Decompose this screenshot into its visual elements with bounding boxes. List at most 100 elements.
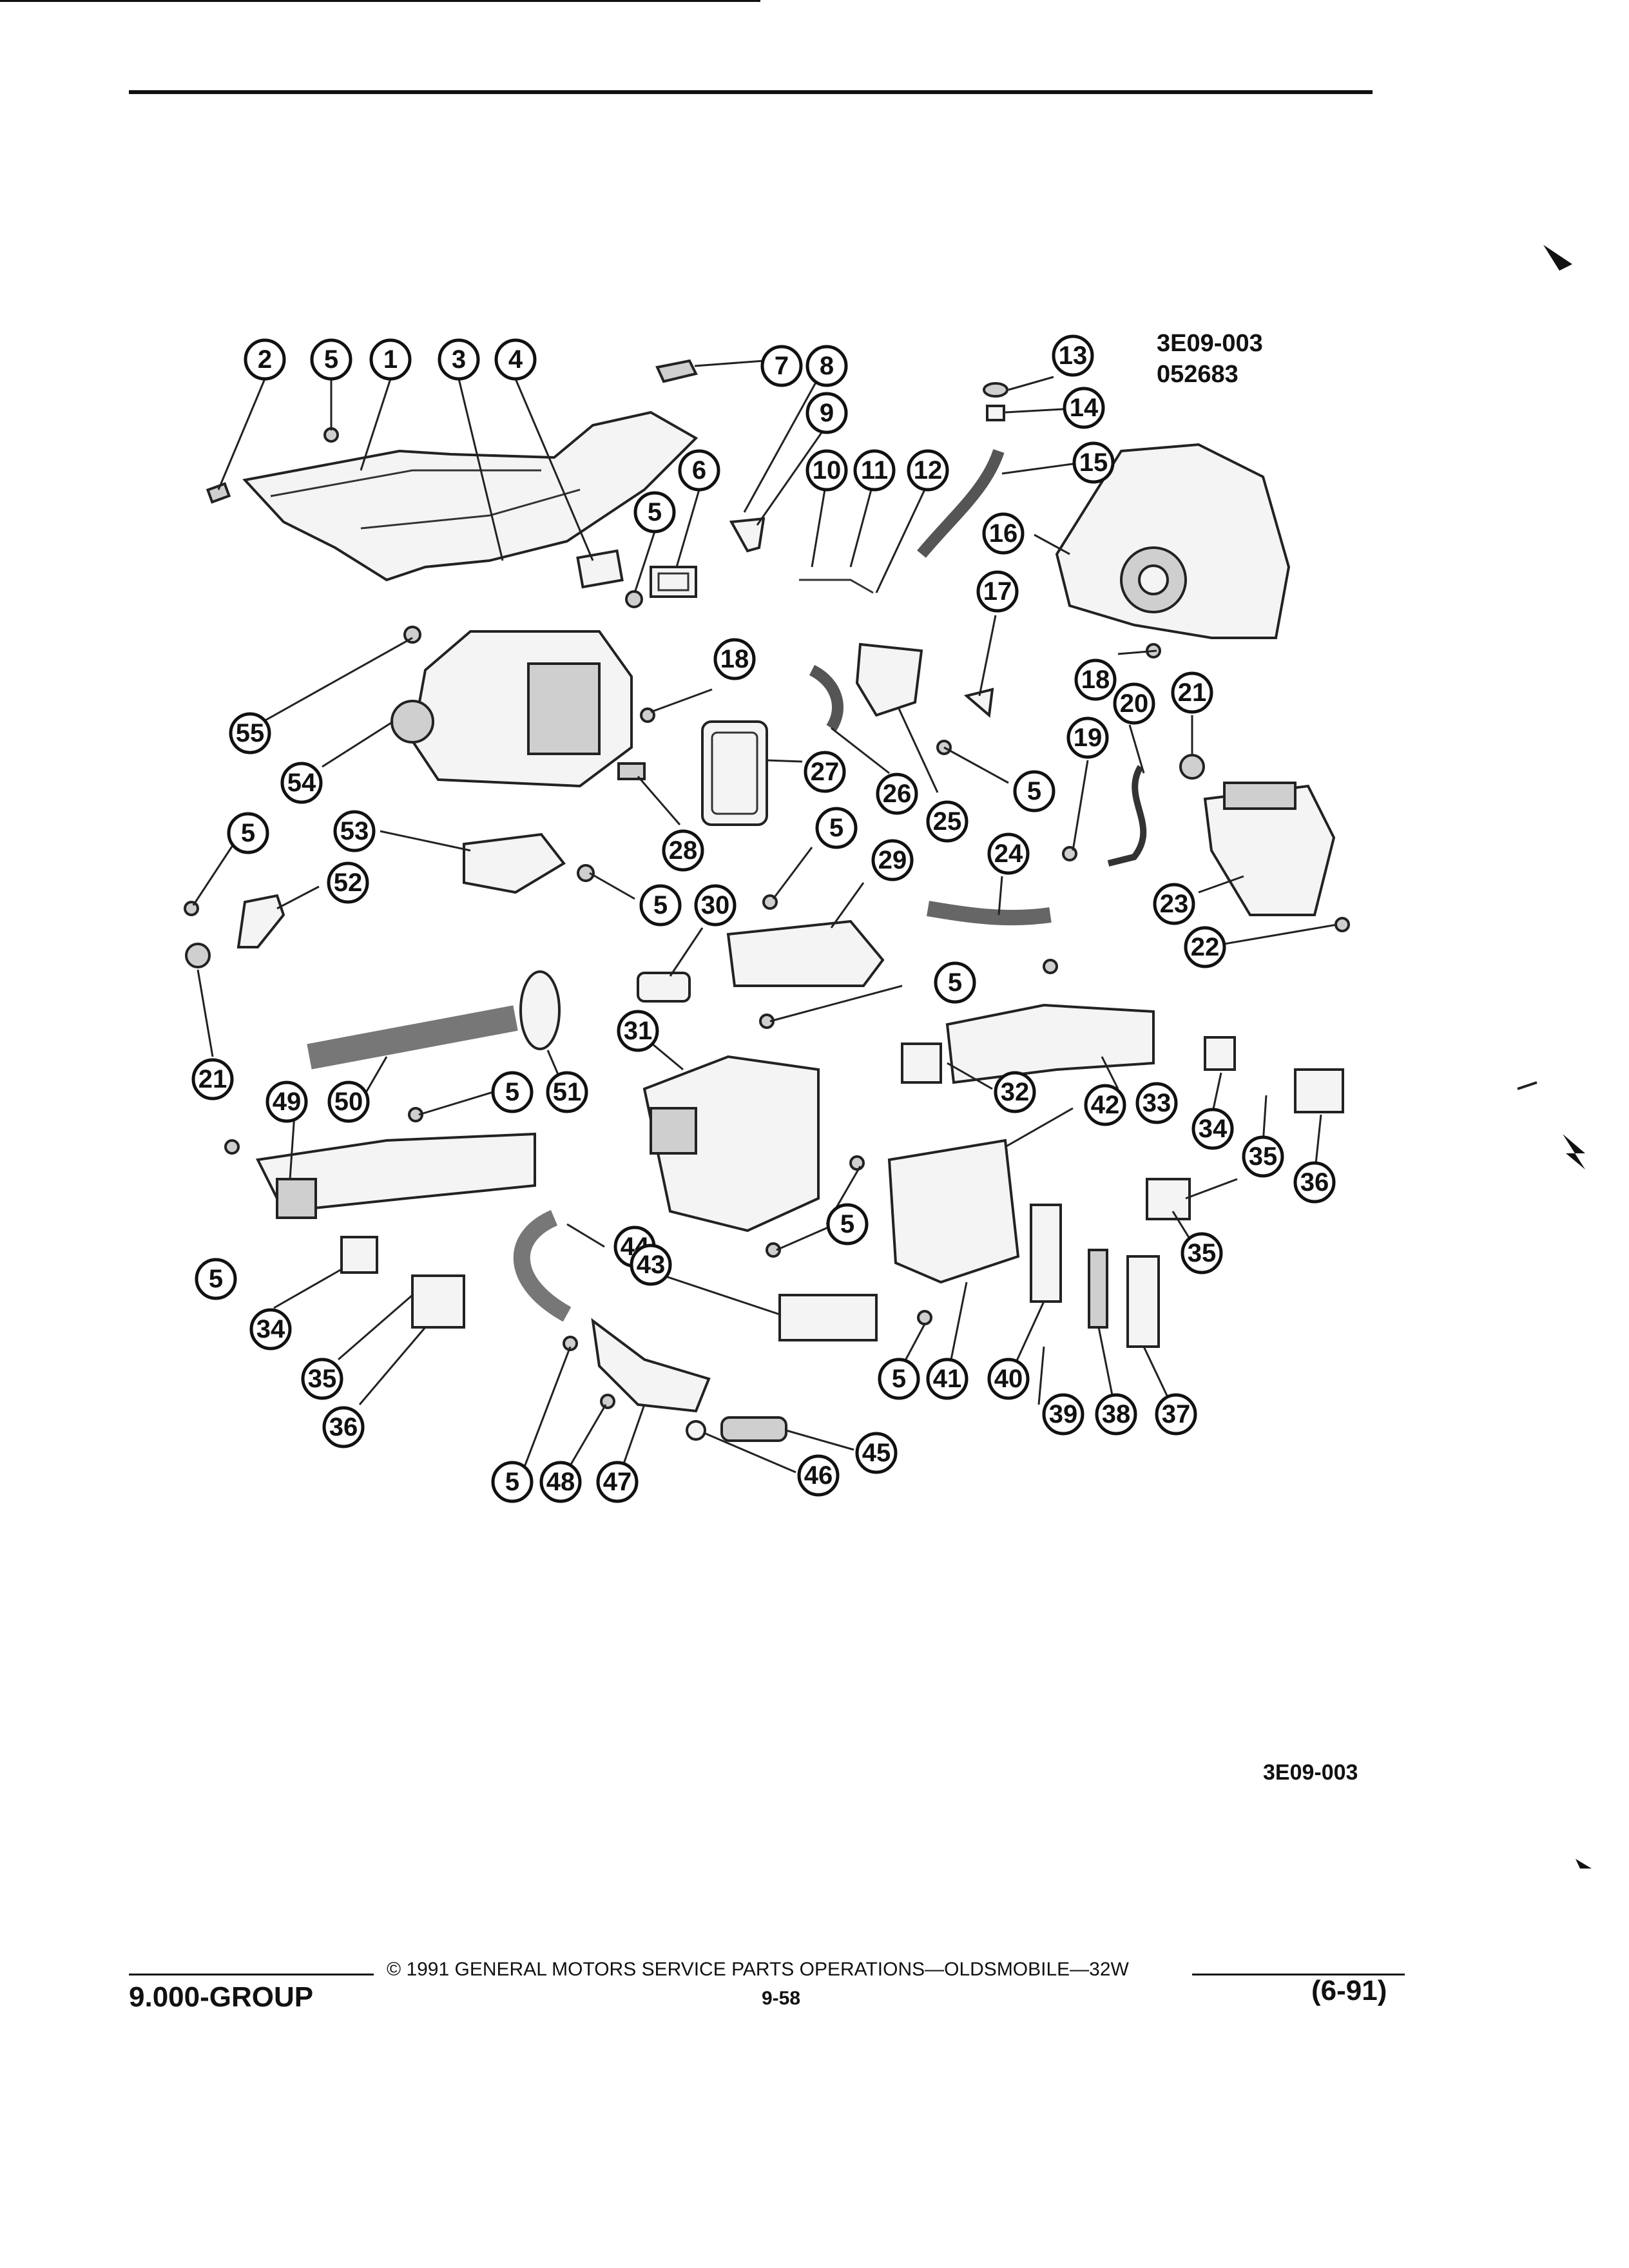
svg-text:3: 3 — [452, 345, 466, 374]
part-32-seal — [901, 1043, 942, 1084]
svg-text:23: 23 — [1160, 890, 1189, 918]
svg-text:36: 36 — [329, 1413, 358, 1441]
callout-2: 2 — [244, 338, 286, 381]
callout-8: 8 — [805, 345, 848, 387]
svg-text:55: 55 — [236, 719, 265, 747]
part-7-connector — [655, 359, 698, 383]
callout-15: 15 — [1072, 441, 1115, 484]
part-2-clip — [206, 482, 231, 504]
svg-text:36: 36 — [1300, 1168, 1329, 1196]
svg-text:18: 18 — [720, 645, 749, 673]
callout-34: 34 — [1191, 1108, 1234, 1150]
part-30-fitting — [637, 972, 691, 1003]
svg-text:17: 17 — [983, 577, 1012, 606]
svg-text:42: 42 — [1091, 1091, 1120, 1119]
svg-text:5: 5 — [840, 1210, 854, 1238]
callout-17: 17 — [976, 570, 1019, 613]
part-45-hose — [720, 1416, 787, 1442]
callout-35: 35 — [301, 1358, 343, 1400]
callout-36: 36 — [1293, 1161, 1336, 1204]
part-48-screw — [600, 1394, 615, 1409]
svg-text:21: 21 — [198, 1065, 227, 1093]
svg-text:51: 51 — [553, 1078, 582, 1106]
part-53-actuator — [463, 832, 566, 894]
part-52-link — [236, 894, 285, 948]
callout-20: 20 — [1113, 682, 1155, 725]
part-28-clip — [617, 762, 646, 780]
part-40-seal — [1030, 1204, 1062, 1303]
callout-1: 1 — [369, 338, 412, 381]
svg-text:28: 28 — [669, 836, 698, 865]
callout-25: 25 — [926, 800, 969, 843]
part-41-center-duct — [887, 1139, 1020, 1284]
callout-33: 33 — [1135, 1082, 1178, 1124]
callout-51: 51 — [546, 1071, 588, 1113]
svg-text:40: 40 — [994, 1365, 1023, 1393]
callout-23: 23 — [1153, 883, 1195, 925]
callout-53: 53 — [333, 810, 376, 852]
callout-36: 36 — [322, 1406, 365, 1448]
svg-text:48: 48 — [546, 1468, 575, 1496]
part-50-flex-hose — [307, 1005, 518, 1070]
part-34-seal-right — [1204, 1036, 1236, 1071]
svg-text:50: 50 — [334, 1088, 363, 1116]
part-54-outlet — [527, 662, 601, 755]
svg-text:13: 13 — [1059, 341, 1088, 370]
footer-date: (6-91) — [1311, 1975, 1387, 2006]
part-25-valve — [855, 642, 923, 717]
part-49-left-outlet — [276, 1178, 317, 1219]
callout-12: 12 — [907, 449, 949, 492]
svg-text:45: 45 — [862, 1439, 891, 1467]
callout-42: 42 — [1084, 1084, 1126, 1126]
svg-text:14: 14 — [1070, 394, 1099, 422]
part-1-duct-rib — [270, 469, 581, 530]
footer-page-number: 9-58 — [762, 1988, 801, 2009]
svg-text:29: 29 — [878, 846, 907, 874]
svg-text:5: 5 — [209, 1265, 223, 1293]
header-rule — [129, 90, 1373, 94]
callout-41: 41 — [926, 1358, 969, 1400]
callout-28: 28 — [662, 829, 704, 872]
callout-5: 5 — [639, 884, 682, 927]
svg-text:9: 9 — [820, 399, 834, 427]
svg-text:32: 32 — [1001, 1078, 1030, 1106]
callout-19: 19 — [1066, 716, 1109, 759]
part-24-hose — [927, 901, 1052, 926]
callout-27: 27 — [804, 751, 846, 793]
callout-31: 31 — [617, 1010, 659, 1052]
part-36-outlet-right-lower — [1146, 1178, 1191, 1220]
svg-text:5: 5 — [505, 1078, 519, 1106]
footer-group: 9.000-GROUP — [129, 1981, 314, 2013]
callout-54: 54 — [280, 762, 323, 804]
callout-5: 5 — [491, 1071, 534, 1113]
callout-11: 11 — [853, 449, 896, 492]
svg-text:5: 5 — [948, 968, 962, 997]
part-12-control-link — [799, 579, 874, 594]
callout-49: 49 — [265, 1081, 308, 1123]
svg-text:41: 41 — [933, 1365, 962, 1393]
part-23-inlet-top — [1223, 782, 1296, 810]
callout-52: 52 — [327, 861, 369, 904]
svg-text:49: 49 — [273, 1088, 302, 1116]
part-13-cap — [983, 382, 1008, 398]
callout-5: 5 — [878, 1358, 920, 1400]
part-26-hose — [809, 664, 843, 731]
svg-text:43: 43 — [637, 1251, 666, 1279]
callout-39: 39 — [1042, 1393, 1084, 1436]
part-23-air-inlet — [1203, 784, 1336, 916]
svg-text:39: 39 — [1049, 1400, 1078, 1428]
callout-43: 43 — [630, 1244, 672, 1286]
svg-text:5: 5 — [829, 814, 843, 842]
callout-16: 16 — [982, 512, 1025, 555]
part-15-hose — [917, 449, 1005, 558]
svg-text:37: 37 — [1162, 1400, 1191, 1428]
callout-26: 26 — [876, 773, 918, 815]
part-38-vane — [1088, 1249, 1108, 1329]
callout-21: 21 — [1171, 671, 1213, 714]
svg-text:34: 34 — [1199, 1115, 1228, 1143]
callout-13: 13 — [1052, 334, 1094, 377]
callout-10: 10 — [805, 449, 848, 492]
callout-37: 37 — [1155, 1393, 1197, 1436]
part-16-blower-case — [1055, 443, 1291, 639]
